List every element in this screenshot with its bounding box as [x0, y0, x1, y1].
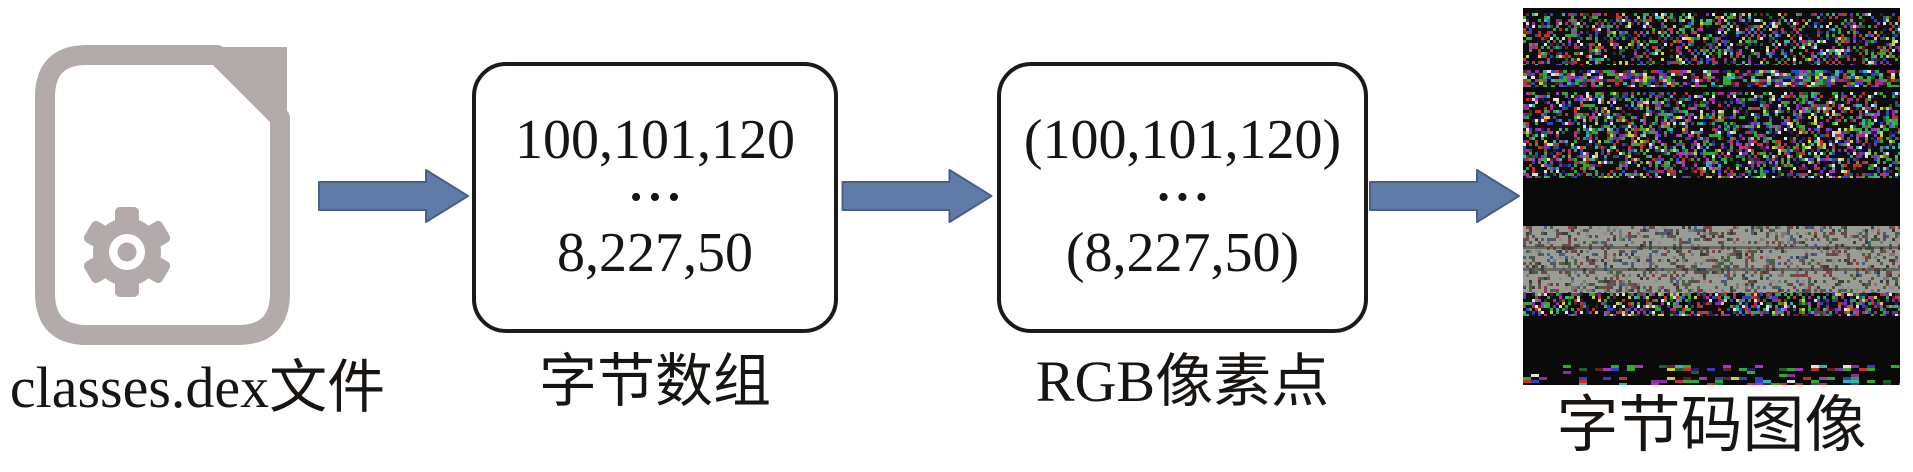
bytecode-image — [1523, 8, 1900, 385]
flow-arrow-icon — [1369, 169, 1520, 223]
file-node-label: classes.dex文件 — [9, 355, 386, 420]
flow-arrow-icon — [318, 169, 469, 223]
rgb-pixel-box: (100,101,120) ••• (8,227,50) — [997, 62, 1368, 333]
byte-array-line-2: 8,227,50 — [557, 222, 753, 285]
byte-array-line-1: 100,101,120 — [515, 109, 795, 172]
rgb-pixel-line-2: (8,227,50) — [1065, 222, 1300, 285]
bytecode-image-label: 字节码图像 — [1556, 392, 1867, 460]
document-file-icon — [35, 45, 290, 345]
gear-icon — [83, 207, 171, 297]
byte-array-box: 100,101,120 ••• 8,227,50 — [472, 62, 838, 333]
ellipsis-dots: ••• — [630, 178, 687, 216]
rgb-pixel-label: RGB像素点 — [1035, 349, 1330, 414]
rgb-pixel-line-1: (100,101,120) — [1023, 109, 1342, 172]
document-outline — [35, 45, 290, 345]
byte-array-label: 字节数组 — [538, 349, 771, 414]
ellipsis-dots: ••• — [1157, 178, 1215, 216]
flow-arrow-icon — [841, 169, 993, 223]
